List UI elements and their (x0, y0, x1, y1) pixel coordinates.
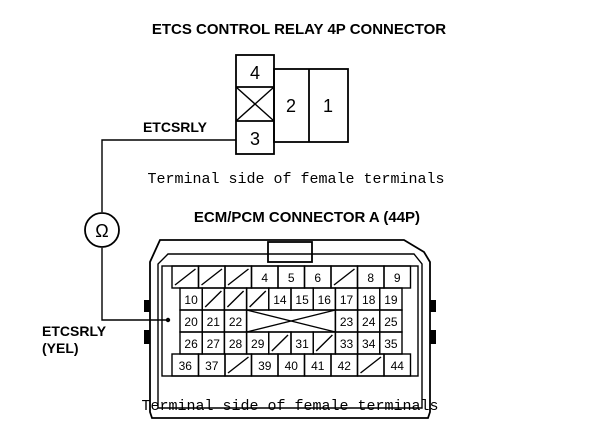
ecm-pin-unused-block (246, 309, 336, 333)
ecm-connector-housing (144, 239, 436, 419)
ecm-pin-39: 39 (258, 359, 272, 373)
ecm-pin-4: 4 (261, 271, 268, 285)
ecm-pin-44: 44 (391, 359, 405, 373)
ecm-pin-35: 35 (384, 337, 398, 351)
ecm-pin-6: 6 (314, 271, 321, 285)
ecm-pin-36: 36 (179, 359, 193, 373)
ohmmeter-circle (84, 212, 120, 248)
ecm-caption: Terminal side of female terminals (141, 398, 438, 415)
relay-pin-4: 4 (250, 63, 260, 83)
ecm-pin-28: 28 (229, 337, 243, 351)
ecm-pin-40: 40 (285, 359, 299, 373)
ecm-pin-9: 9 (394, 271, 401, 285)
ecm-pin-27: 27 (207, 337, 221, 351)
ecm-pin-5: 5 (288, 271, 295, 285)
ecm-pin-22: 22 (229, 315, 243, 329)
ecm-pin-31: 31 (295, 337, 309, 351)
ecm-pin-grid: 4 5 6 8 9 10 14 15 16 17 18 19 20 21 22 23 24 25 26 27 28 29 3… (171, 265, 412, 377)
ecm-pin-unused-mark (333, 268, 355, 286)
ecm-pin-cell (383, 353, 412, 377)
relay-right-block (273, 68, 349, 143)
ecm-pin-unused-mark (360, 356, 382, 374)
ecm-pin-33: 33 (340, 337, 354, 351)
ecm-pin-18: 18 (362, 293, 376, 307)
ecm-pin-unused-mark (271, 334, 289, 352)
ecm-pin-19: 19 (384, 293, 398, 307)
ecm-pin-unused-mark (226, 290, 245, 308)
ecm-pin-42: 42 (338, 359, 352, 373)
ecm-wire-label-color: (YEL) (42, 340, 79, 356)
ecm-pin-8: 8 (367, 271, 374, 285)
ecm-pin-20: 20 (184, 315, 198, 329)
ecm-pin-unused-mark (249, 290, 267, 308)
relay-connector-title: ETCS CONTROL RELAY 4P CONNECTOR (152, 21, 446, 38)
relay-pin-2: 2 (286, 96, 296, 116)
ohm-symbol: Ω (95, 221, 108, 241)
relay-pin-1: 1 (323, 96, 333, 116)
ecm-pin-29: 29 (251, 337, 265, 351)
ecm-pin-17: 17 (340, 293, 354, 307)
ecm-pin-10: 10 (184, 293, 198, 307)
ecm-pin-23: 23 (340, 315, 354, 329)
relay-pin-3: 3 (250, 129, 260, 149)
ecm-pin-24: 24 (362, 315, 376, 329)
ecm-wire-label-name: ETCSRLY (42, 323, 107, 339)
ecm-pin-37: 37 (205, 359, 219, 373)
ecm-pin-14: 14 (273, 293, 287, 307)
relay-connector: 4 2 1 3 (235, 54, 349, 155)
ecm-pin-unused-mark (227, 268, 249, 286)
ecm-pin-41: 41 (311, 359, 325, 373)
ecm-pin-unused-mark (227, 356, 249, 374)
ecm-pin-15: 15 (295, 293, 309, 307)
ecm-pin-34: 34 (362, 337, 376, 351)
ecm-pin-unused-mark (315, 334, 333, 352)
ecm-pin-unused-mark (174, 268, 196, 286)
ecm-latch (267, 241, 313, 263)
ecm-pin-25: 25 (384, 315, 398, 329)
ecm-pin-unused-mark (204, 290, 222, 308)
ohmmeter: Ω (84, 212, 120, 248)
relay-caption: Terminal side of female terminals (147, 171, 444, 188)
relay-wire-label: ETCSRLY (143, 119, 208, 135)
ecm-pin-21: 21 (207, 315, 221, 329)
ecm-pin-16: 16 (318, 293, 332, 307)
ecm-pin-26: 26 (184, 337, 198, 351)
test-lead-wire (101, 139, 236, 323)
ecm-connector-title: ECM/PCM CONNECTOR A (44P) (194, 209, 420, 226)
ecm-pin-unused-mark (201, 268, 223, 286)
